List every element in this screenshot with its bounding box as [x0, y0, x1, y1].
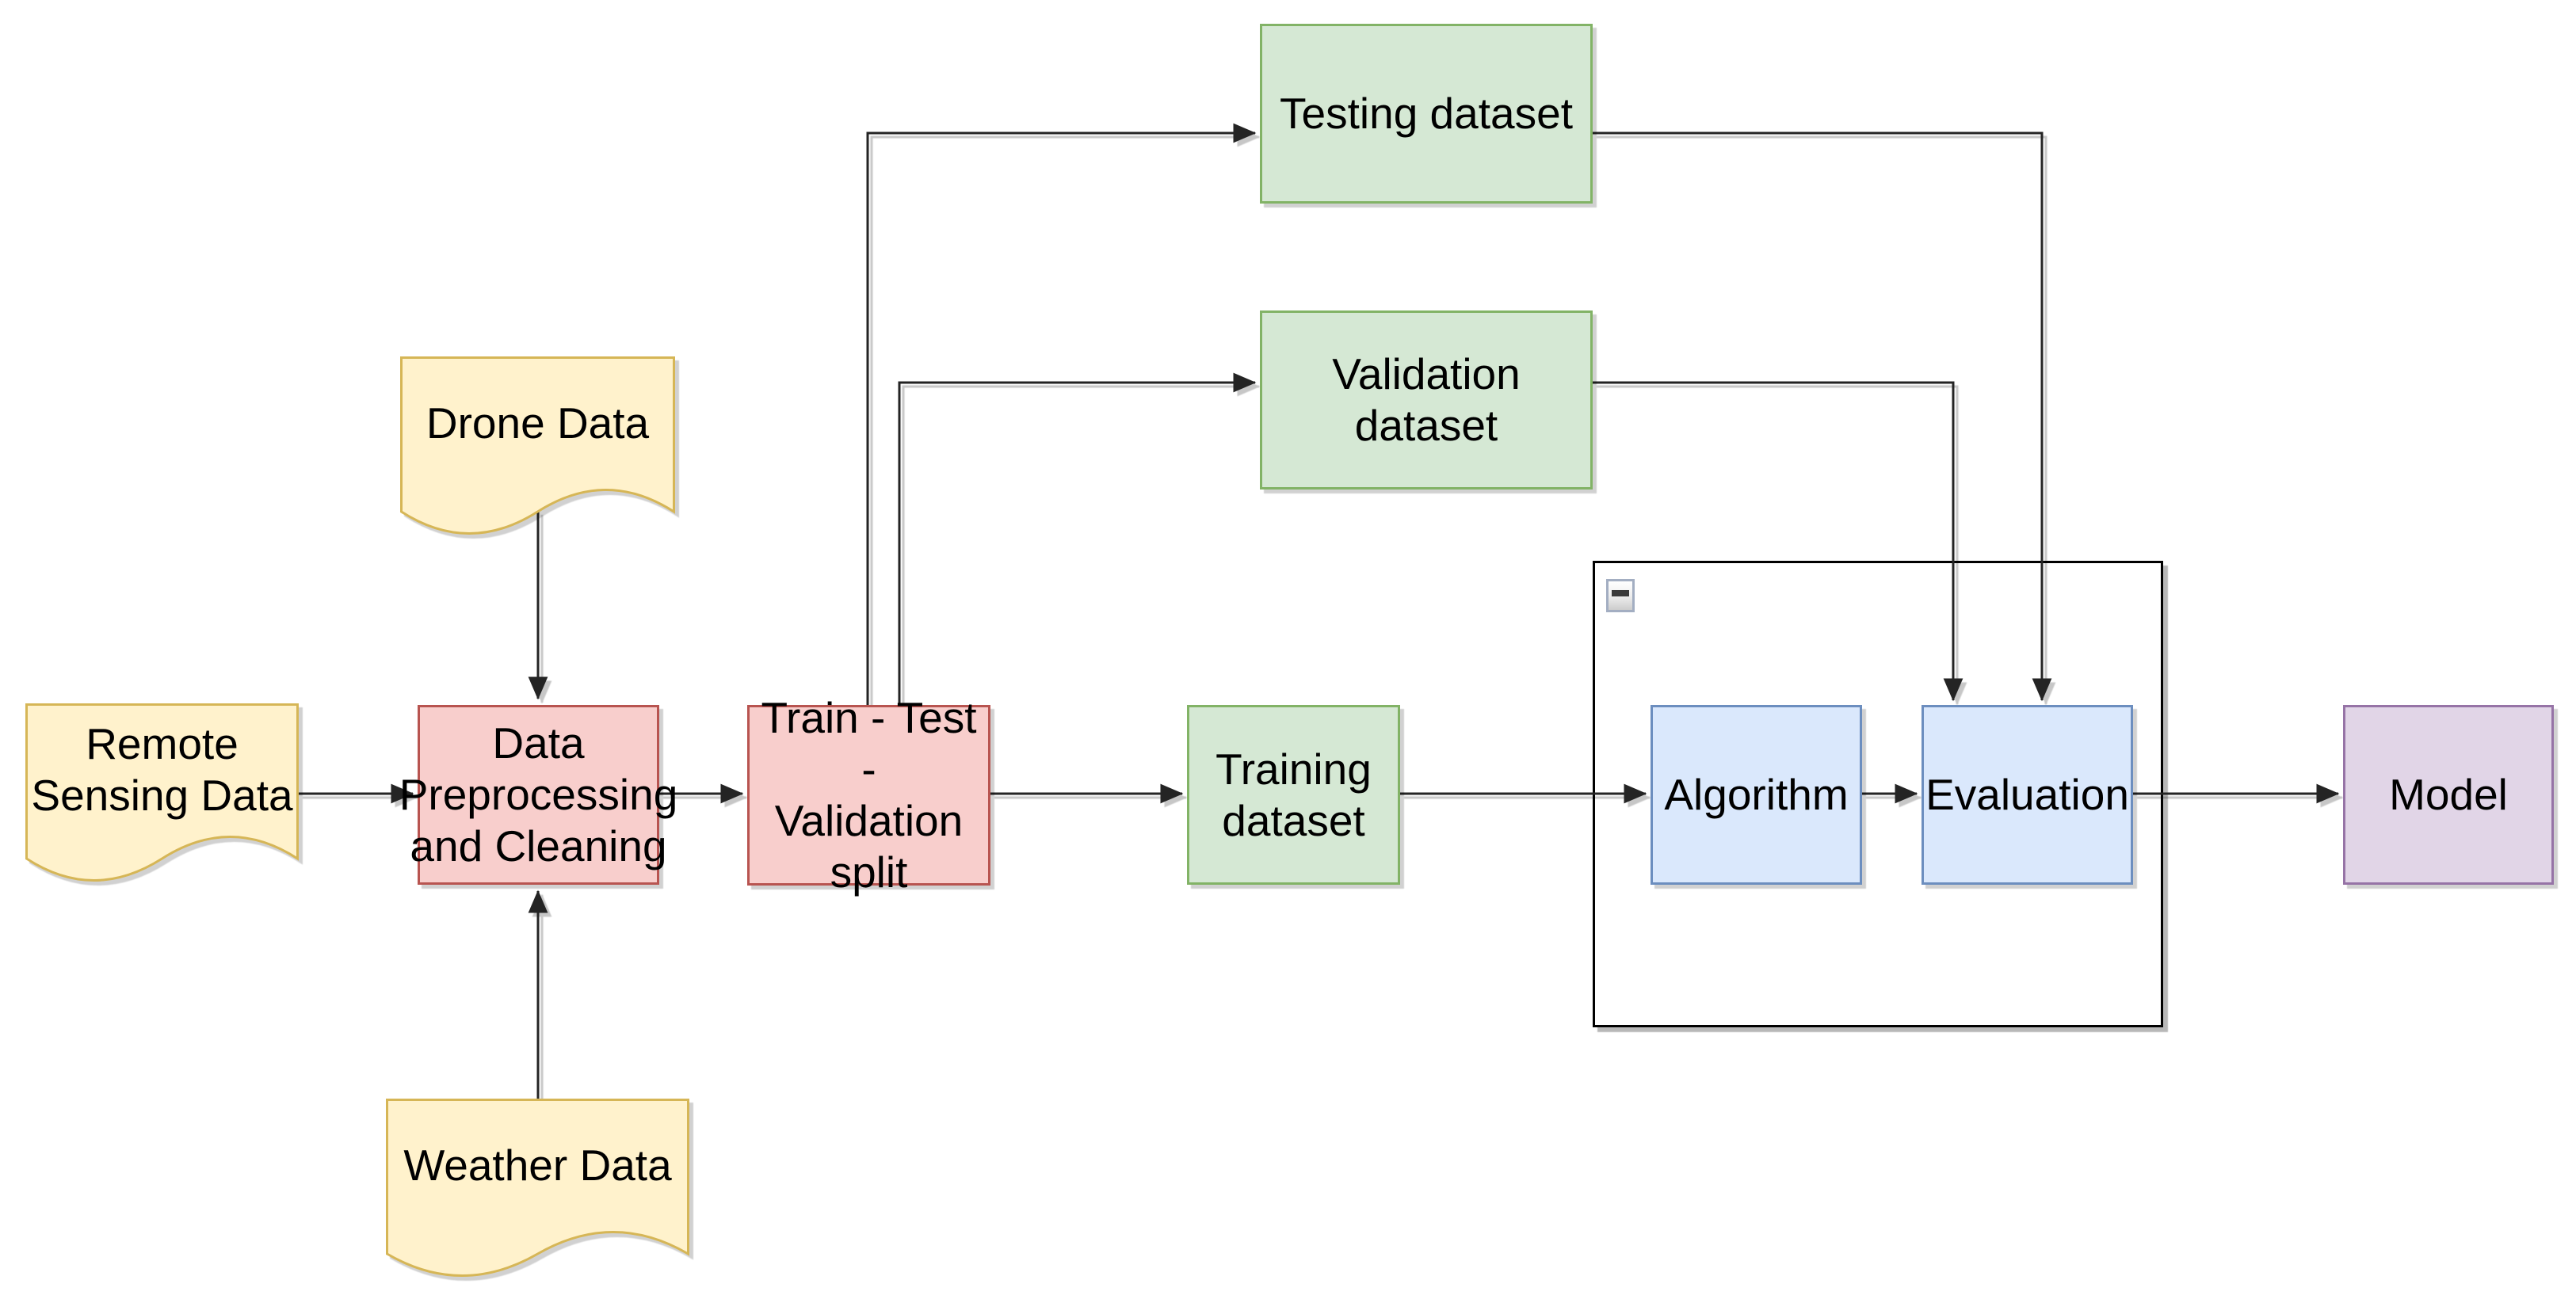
node-train-test-validation-split[interactable]: Train - Test - Validation split [747, 693, 990, 897]
collapse-button[interactable] [1606, 579, 1635, 612]
node-remote-sensing-data[interactable]: Remote Sensing Data [25, 703, 299, 882]
node-data-preprocessing[interactable]: Data Preprocessing and Cleaning [399, 705, 677, 885]
node-algorithm[interactable]: Algorithm [1651, 705, 1862, 885]
node-label: Model [2389, 770, 2508, 820]
node-label: Data Preprocessing and Cleaning [399, 718, 678, 870]
node-label: Validation dataset [1332, 349, 1521, 450]
document-shape [25, 703, 299, 882]
node-testing-dataset[interactable]: Testing dataset [1260, 24, 1593, 204]
node-label: Algorithm [1664, 770, 1849, 820]
node-model[interactable]: Model [2343, 705, 2554, 885]
node-label: Evaluation [1925, 770, 2129, 820]
document-shape [386, 1099, 689, 1277]
arrow-split-to-testing-dataset [866, 123, 1257, 705]
node-label: Drone Data [426, 398, 650, 448]
node-weather-data[interactable]: Weather Data [386, 1099, 689, 1278]
node-label: Testing dataset [1280, 89, 1573, 139]
node-drone-data[interactable]: Drone Data [400, 356, 675, 535]
node-label: Train - Test - Validation split [761, 693, 977, 897]
collapse-minus-icon [1612, 590, 1629, 596]
node-label: Weather Data [403, 1140, 672, 1190]
node-label: Training dataset [1215, 744, 1372, 845]
node-evaluation[interactable]: Evaluation [1922, 705, 2133, 885]
node-validation-dataset[interactable]: Validation dataset [1260, 310, 1593, 490]
node-label: Remote Sensing Data [31, 719, 293, 820]
arrow-split-to-validation-dataset [898, 372, 1257, 705]
node-training-dataset[interactable]: Training dataset [1187, 705, 1400, 885]
